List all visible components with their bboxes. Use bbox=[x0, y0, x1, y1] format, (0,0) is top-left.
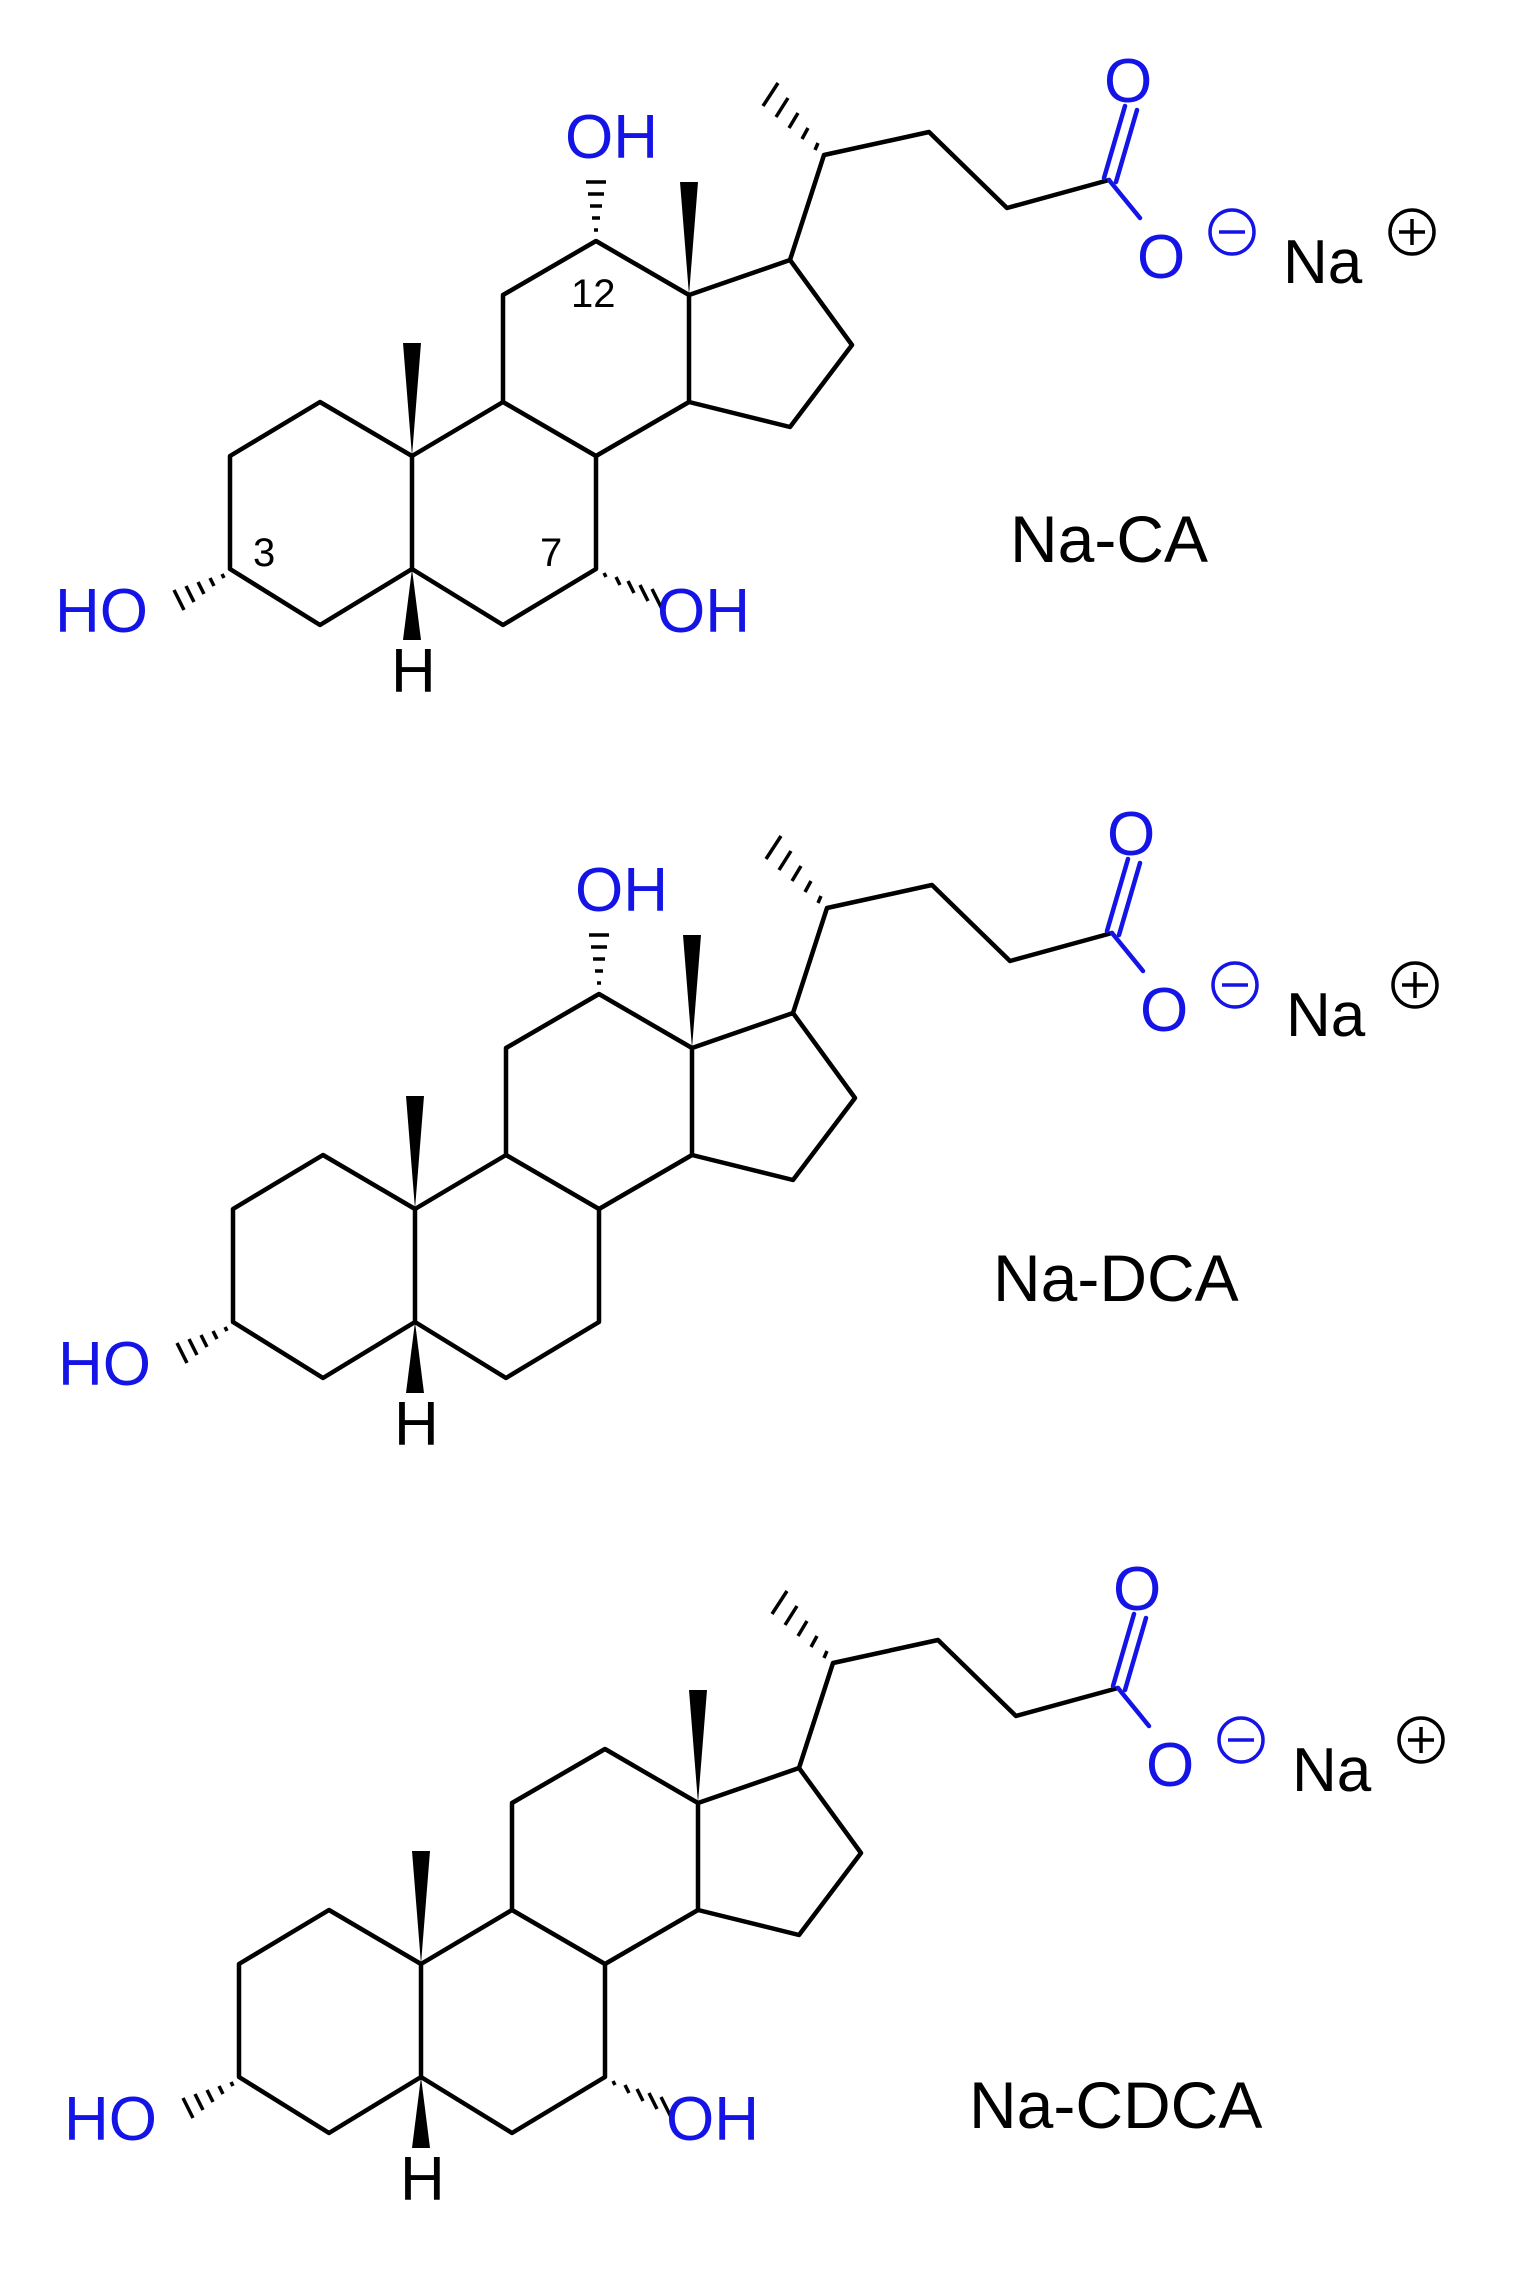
c10-methyl-wedge bbox=[412, 1851, 430, 1964]
c20-methyl-hash bbox=[764, 835, 823, 904]
counterion-label: Na bbox=[1292, 1736, 1372, 1805]
side-chain bbox=[790, 856, 1146, 1016]
molecule-na-ca: OH HO OH H O O Na 3 7 12 Na-CA bbox=[55, 47, 1436, 706]
c3-oh-hash bbox=[172, 573, 226, 611]
atom-labels: HO OH H O O Na bbox=[64, 1555, 1372, 2214]
c3-oh-hash bbox=[175, 1326, 229, 1364]
minus-charge-icon bbox=[1211, 961, 1259, 1009]
carbonyl-o-label: O bbox=[1113, 1555, 1161, 1624]
plus-charge-icon bbox=[1391, 961, 1439, 1009]
c5-h-wedge bbox=[403, 569, 421, 640]
c10-methyl-wedge bbox=[403, 343, 421, 456]
c10-methyl-wedge bbox=[406, 1096, 424, 1209]
anion-o-label: O bbox=[1140, 976, 1188, 1045]
compound-name: Na-CDCA bbox=[969, 2068, 1262, 2142]
h5-label: H bbox=[400, 2145, 445, 2214]
c7-oh-hash bbox=[611, 2080, 673, 2118]
locant-3: 3 bbox=[253, 531, 275, 575]
side-chain bbox=[787, 103, 1143, 263]
ring-skeleton bbox=[230, 991, 858, 1381]
atom-labels: OH HO OH H O O Na 3 7 12 bbox=[55, 47, 1363, 706]
oh3-label: HO bbox=[55, 577, 148, 646]
atom-labels: OH HO H O O Na bbox=[58, 800, 1366, 1459]
c5-h-wedge bbox=[406, 1322, 424, 1393]
c12-oh-hash bbox=[589, 933, 609, 985]
locant-12: 12 bbox=[571, 272, 616, 316]
stereo-bonds bbox=[172, 82, 820, 640]
c3-oh-hash bbox=[181, 2081, 235, 2119]
plus-charge-icon bbox=[1397, 1716, 1445, 1764]
ring-skeleton bbox=[236, 1746, 864, 2136]
oh12-label: OH bbox=[565, 103, 658, 172]
oh3-label: HO bbox=[58, 1330, 151, 1399]
c7-oh-hash bbox=[602, 572, 664, 610]
molecule-na-dca: OH HO H O O Na Na-DCA bbox=[58, 800, 1439, 1459]
c5-h-wedge bbox=[412, 2077, 430, 2148]
stereo-bonds bbox=[175, 835, 823, 1393]
c12-oh-hash bbox=[586, 180, 606, 232]
oh7-label: OH bbox=[666, 2085, 759, 2154]
c13-methyl-wedge bbox=[680, 182, 698, 295]
c13-methyl-wedge bbox=[689, 1690, 707, 1803]
c20-methyl-hash bbox=[770, 1590, 829, 1659]
molecule-na-cdca: HO OH H O O Na Na-CDCA bbox=[64, 1555, 1445, 2214]
locant-7: 7 bbox=[540, 531, 562, 575]
compound-name: Na-DCA bbox=[993, 1241, 1239, 1315]
plus-charge-icon bbox=[1388, 208, 1436, 256]
anion-o-label: O bbox=[1146, 1731, 1194, 1800]
minus-charge-icon bbox=[1208, 208, 1256, 256]
h5-label: H bbox=[391, 637, 436, 706]
c13-methyl-wedge bbox=[683, 935, 701, 1048]
h5-label: H bbox=[394, 1390, 439, 1459]
carbonyl-o-label: O bbox=[1104, 47, 1152, 116]
minus-charge-icon bbox=[1217, 1716, 1265, 1764]
oh12-label: OH bbox=[575, 856, 668, 925]
carbonyl-o-label: O bbox=[1107, 800, 1155, 869]
counterion-label: Na bbox=[1283, 228, 1363, 297]
anion-o-label: O bbox=[1137, 223, 1185, 292]
oh3-label: HO bbox=[64, 2085, 157, 2154]
stereo-bonds bbox=[181, 1590, 829, 2148]
counterion-label: Na bbox=[1286, 981, 1366, 1050]
c20-methyl-hash bbox=[761, 82, 820, 151]
oh7-label: OH bbox=[657, 577, 750, 646]
compound-name: Na-CA bbox=[1010, 502, 1208, 576]
side-chain bbox=[796, 1611, 1152, 1771]
